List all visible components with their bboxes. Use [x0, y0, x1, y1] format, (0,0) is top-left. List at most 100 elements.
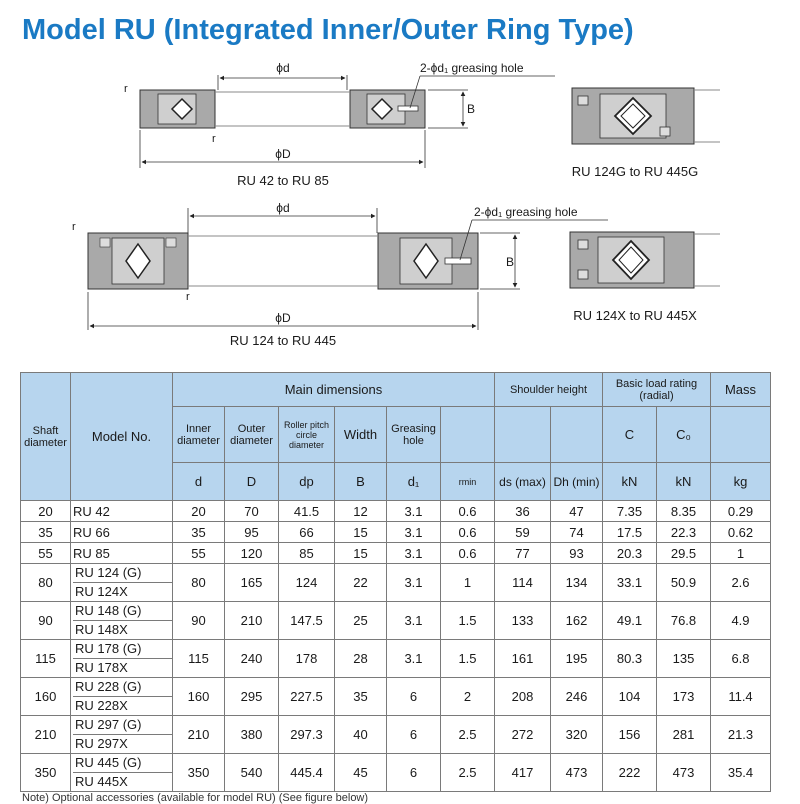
- cell-d1: 6: [386, 677, 441, 716]
- cell-Dh: 473: [550, 753, 603, 792]
- cell-B: 22: [334, 563, 387, 602]
- cell-B: 45: [334, 753, 387, 792]
- header-outer-diameter: Outer diameter: [224, 406, 279, 463]
- cell-mass: 11.4: [710, 677, 771, 716]
- model-number: RU 445 (G): [73, 755, 172, 773]
- cell-mass: 4.9: [710, 601, 771, 640]
- drawing-caption: RU 124X to RU 445X: [573, 308, 697, 323]
- cell-d1: 6: [386, 753, 441, 792]
- cell-C0: 76.8: [656, 601, 711, 640]
- cell-B: 12: [334, 500, 387, 522]
- d-label: ϕd: [276, 61, 289, 75]
- cell-d: 160: [172, 677, 225, 716]
- cell-ds: 36: [494, 500, 551, 522]
- cell-r: 1.5: [440, 639, 495, 678]
- cell-dp: 445.4: [278, 753, 335, 792]
- cell-d: 210: [172, 715, 225, 754]
- model-number: RU 148X: [75, 622, 128, 637]
- cell-d: 90: [172, 601, 225, 640]
- shaft-diameter-cell: 115: [20, 639, 71, 678]
- model-number: RU 42: [70, 500, 173, 522]
- B-label: B: [506, 255, 514, 269]
- model-cell: RU 178 (G)RU 178X: [70, 639, 173, 678]
- cell-D: 165: [224, 563, 279, 602]
- cell-Dh: 47: [550, 500, 603, 522]
- cell-dp: 147.5: [278, 601, 335, 640]
- cell-C: 33.1: [602, 563, 657, 602]
- header-shaft-diameter: Shaft diameter: [20, 372, 71, 501]
- cell-r: 2.5: [440, 715, 495, 754]
- greasing-hole-label: 2-ϕd₁ greasing hole: [420, 61, 524, 75]
- cell-dp: 178: [278, 639, 335, 678]
- greasing-hole-label: 2-ϕd₁ greasing hole: [474, 205, 578, 219]
- cell-ds: 114: [494, 563, 551, 602]
- cell-C0: 173: [656, 677, 711, 716]
- cell-C0: 50.9: [656, 563, 711, 602]
- cell-B: 28: [334, 639, 387, 678]
- r-label: r: [124, 83, 128, 95]
- model-number: RU 148 (G): [73, 603, 172, 621]
- header-shoulder-height: Shoulder height: [494, 372, 603, 407]
- cell-r: 2.5: [440, 753, 495, 792]
- cell-r: 1.5: [440, 601, 495, 640]
- drawing-ru124x-445x: RU 124X to RU 445X: [569, 231, 720, 323]
- r-label: r: [212, 133, 216, 145]
- cell-C0: 473: [656, 753, 711, 792]
- cell-mass: 6.8: [710, 639, 771, 678]
- cell-B: 40: [334, 715, 387, 754]
- model-number: RU 228 (G): [73, 679, 172, 697]
- cell-mass: 1: [710, 542, 771, 564]
- header-sym-dp: dp: [278, 462, 335, 501]
- model-cell: RU 124 (G)RU 124X: [70, 563, 173, 602]
- model-number: RU 228X: [75, 698, 128, 713]
- cell-d: 80: [172, 563, 225, 602]
- model-number: RU 124 (G): [73, 565, 172, 583]
- cell-d: 55: [172, 542, 225, 564]
- header-unit-mass: kg: [710, 462, 771, 501]
- shaft-diameter-cell: 210: [20, 715, 71, 754]
- cell-Dh: 246: [550, 677, 603, 716]
- model-number: RU 124X: [75, 584, 128, 599]
- cell-C: 17.5: [602, 521, 657, 543]
- header-sym-d: d: [172, 462, 225, 501]
- header-greasing-hole: Greasing hole: [386, 406, 441, 463]
- cell-mass: 21.3: [710, 715, 771, 754]
- header-width: Width: [334, 406, 387, 463]
- cell-d: 20: [172, 500, 225, 522]
- cell-B: 15: [334, 521, 387, 543]
- r-label: r: [186, 291, 190, 303]
- model-number: RU 178 (G): [73, 641, 172, 659]
- cell-C: 222: [602, 753, 657, 792]
- cell-C0: 8.35: [656, 500, 711, 522]
- cell-Dh: 93: [550, 542, 603, 564]
- cell-dp: 41.5: [278, 500, 335, 522]
- r-label: r: [72, 221, 76, 233]
- header-C0: C₀: [656, 406, 711, 463]
- cell-D: 210: [224, 601, 279, 640]
- drawing-ru124g-445g: RU 124G to RU 445G: [571, 87, 720, 179]
- cell-ds: 161: [494, 639, 551, 678]
- header-basic-load-rating: Basic load rating (radial): [602, 372, 711, 407]
- cell-Dh: 320: [550, 715, 603, 754]
- drawing-ru124-445: ϕd ϕD B 2-ϕd₁ greasing hole r r RU 124 t…: [72, 201, 608, 348]
- cell-mass: 0.62: [710, 521, 771, 543]
- header-sym-Dh: Dh (min): [550, 462, 603, 501]
- B-label: B: [467, 102, 475, 116]
- cell-d1: 3.1: [386, 521, 441, 543]
- cell-r: 1: [440, 563, 495, 602]
- table-note: Note) Optional accessories (available fo…: [22, 792, 369, 804]
- cell-ds: 133: [494, 601, 551, 640]
- cell-D: 70: [224, 500, 279, 522]
- cell-d: 35: [172, 521, 225, 543]
- cell-B: 25: [334, 601, 387, 640]
- cell-C: 156: [602, 715, 657, 754]
- header-unit-C0: kN: [656, 462, 711, 501]
- drawing-caption: RU 42 to RU 85: [237, 173, 329, 188]
- cell-D: 240: [224, 639, 279, 678]
- cell-ds: 272: [494, 715, 551, 754]
- header-sym-D: D: [224, 462, 279, 501]
